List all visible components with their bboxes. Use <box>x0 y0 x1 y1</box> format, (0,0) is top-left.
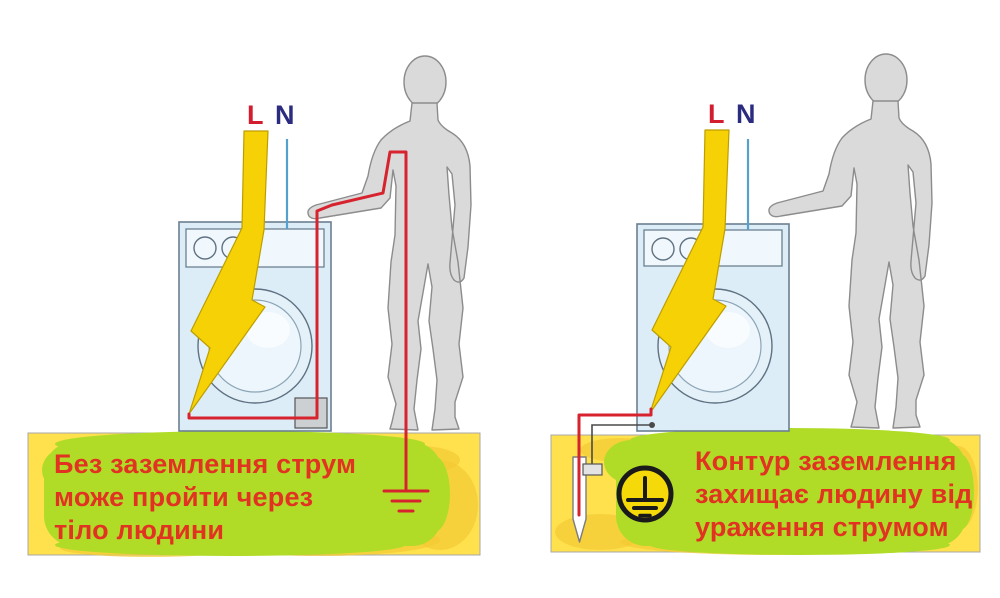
live-label: L <box>247 100 264 130</box>
caption-with-grounding: Контур заземлення захищає людину від ура… <box>695 445 973 544</box>
lightning-bolt-icon <box>188 130 269 415</box>
protective-earth-badge-icon <box>616 465 674 523</box>
caption-highlight <box>604 428 974 555</box>
caption-line: може пройти через <box>54 482 314 512</box>
machine-terminal-box <box>294 397 328 429</box>
caption-line: захищає людину від <box>695 479 973 509</box>
machine-knob <box>193 236 217 260</box>
neutral-label: N <box>736 99 756 129</box>
fault-current-path <box>187 150 408 491</box>
lightning-bolt-icon <box>649 129 730 414</box>
caption-highlight <box>42 431 450 556</box>
neutral-label: N <box>275 100 295 130</box>
live-label: L <box>708 99 725 129</box>
panel-without-grounding <box>27 55 481 557</box>
caption-line: Контур заземлення <box>695 446 957 476</box>
washing-machine <box>178 221 332 432</box>
caption-without-grounding: Без заземлення струм може пройти через т… <box>54 448 356 547</box>
grounding-wire <box>577 407 653 517</box>
bond-terminal-dot <box>649 422 655 428</box>
bond-wire <box>591 424 652 464</box>
panel-with-grounding <box>550 53 981 555</box>
caption-line: ураження струмом <box>695 512 949 542</box>
person-silhouette <box>307 55 472 431</box>
caption-line: Без заземлення струм <box>54 449 357 479</box>
earth-ground-icon <box>382 489 430 513</box>
electrode-clamp <box>582 463 603 476</box>
caption-line: тіло людини <box>54 515 225 545</box>
machine-knob <box>651 237 675 261</box>
person-silhouette <box>768 53 933 429</box>
